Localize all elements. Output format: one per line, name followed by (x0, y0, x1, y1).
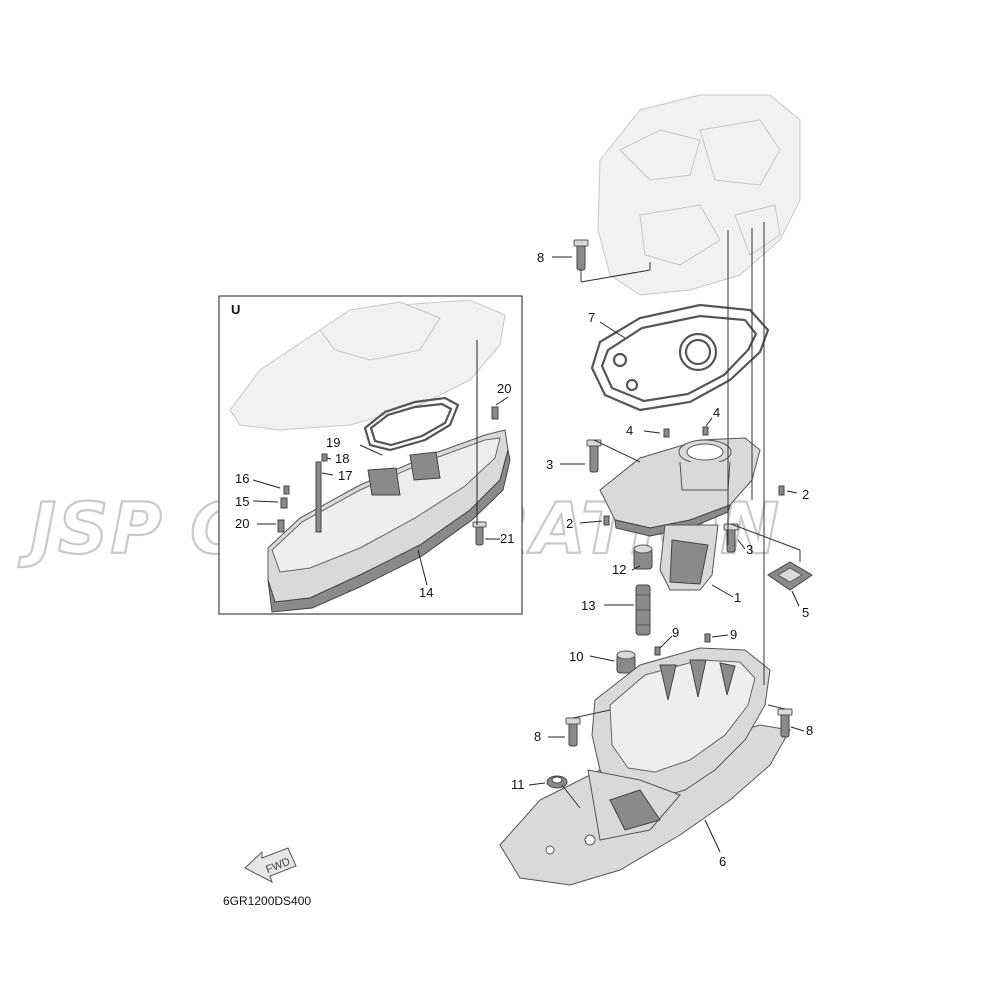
callout-13: 13 (581, 598, 595, 613)
upper-casing-part-1 (599, 437, 761, 591)
dowel-part-16 (283, 485, 290, 495)
bolt-part-8-top (573, 239, 589, 271)
callout-8-top: 8 (537, 250, 544, 265)
dowel-part-2-right (778, 485, 785, 496)
tube-part-13 (635, 584, 651, 636)
inset-label: U (231, 302, 240, 317)
collar-part-12 (633, 544, 653, 570)
callout-4-left: 4 (626, 423, 633, 438)
callout-4-right: 4 (713, 405, 720, 420)
leader-lines (528, 256, 805, 853)
callout-8-left: 8 (534, 729, 541, 744)
damper-part-5 (767, 561, 813, 591)
dowel-part-9-left (654, 646, 661, 656)
dowel-part-4-right (702, 426, 709, 436)
callout-2-right: 2 (802, 487, 809, 502)
callout-21: 21 (500, 531, 514, 546)
gasket-part-7 (590, 303, 770, 412)
dowel-part-2-left (603, 515, 610, 526)
callout-16: 16 (235, 471, 249, 486)
gasket-part-19 (363, 396, 460, 452)
dowel-part-18 (321, 453, 328, 462)
callout-10: 10 (569, 649, 583, 664)
callout-20-right: 20 (497, 381, 511, 396)
pin-part-20-left (277, 519, 285, 533)
bolt-part-21 (472, 521, 487, 546)
callout-20-left: 20 (235, 516, 249, 531)
callout-3-left: 3 (546, 457, 553, 472)
pin-part-20-right (491, 406, 499, 420)
inset-u: U (218, 295, 523, 615)
engine-block-ghost (597, 94, 801, 296)
drawing-code: 6GR1200DS400 (223, 894, 311, 908)
callout-19: 19 (326, 435, 340, 450)
callout-5: 5 (802, 605, 809, 620)
callout-9-right: 9 (730, 627, 737, 642)
callout-12: 12 (612, 562, 626, 577)
bolt-part-3-left (586, 439, 602, 473)
grommet-part-11 (546, 775, 568, 789)
callout-1: 1 (734, 590, 741, 605)
stud-part-17 (315, 461, 322, 533)
callout-7: 7 (588, 310, 595, 325)
callout-6: 6 (719, 854, 726, 869)
pin-part-15 (280, 497, 288, 509)
dowel-part-9-right (704, 633, 711, 643)
bolt-part-8-right (777, 708, 793, 738)
callout-3-right: 3 (746, 542, 753, 557)
callout-17: 17 (338, 468, 352, 483)
callout-18: 18 (335, 451, 349, 466)
oil-pan-part-6 (499, 647, 791, 886)
callout-15: 15 (235, 494, 249, 509)
alignment-lines (561, 222, 801, 809)
callout-2-left: 2 (566, 516, 573, 531)
callout-11: 11 (511, 777, 525, 792)
fwd-arrow-icon: FWD (244, 847, 297, 884)
callout-8-right: 8 (806, 723, 813, 738)
callout-9-left: 9 (672, 625, 679, 640)
bolt-part-8-left (565, 717, 581, 747)
collar-part-10 (616, 650, 636, 674)
callout-14: 14 (419, 585, 433, 600)
dowel-part-4-left (663, 428, 670, 438)
